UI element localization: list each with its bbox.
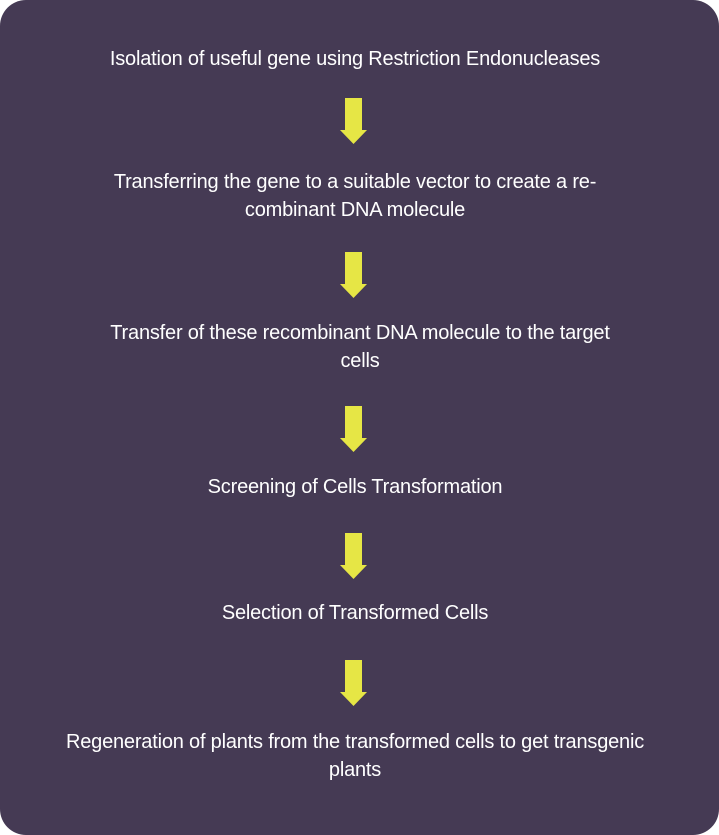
down-arrow-icon — [340, 98, 367, 144]
down-arrow-icon — [340, 660, 367, 706]
step-regeneration: Regeneration of plants from the transfor… — [65, 731, 645, 781]
step-gene-isolation: Isolation of useful gene using Restricti… — [109, 48, 601, 70]
step-vector-transfer: Transferring the gene to a suitable vect… — [113, 171, 597, 221]
down-arrow-icon — [340, 533, 367, 579]
step-screening: Screening of Cells Transformation — [207, 476, 503, 498]
step-selection: Selection of Transformed Cells — [221, 602, 489, 624]
step-target-cells: Transfer of these recombinant DNA molecu… — [110, 322, 610, 372]
down-arrow-icon — [340, 252, 367, 298]
down-arrow-icon — [340, 406, 367, 452]
